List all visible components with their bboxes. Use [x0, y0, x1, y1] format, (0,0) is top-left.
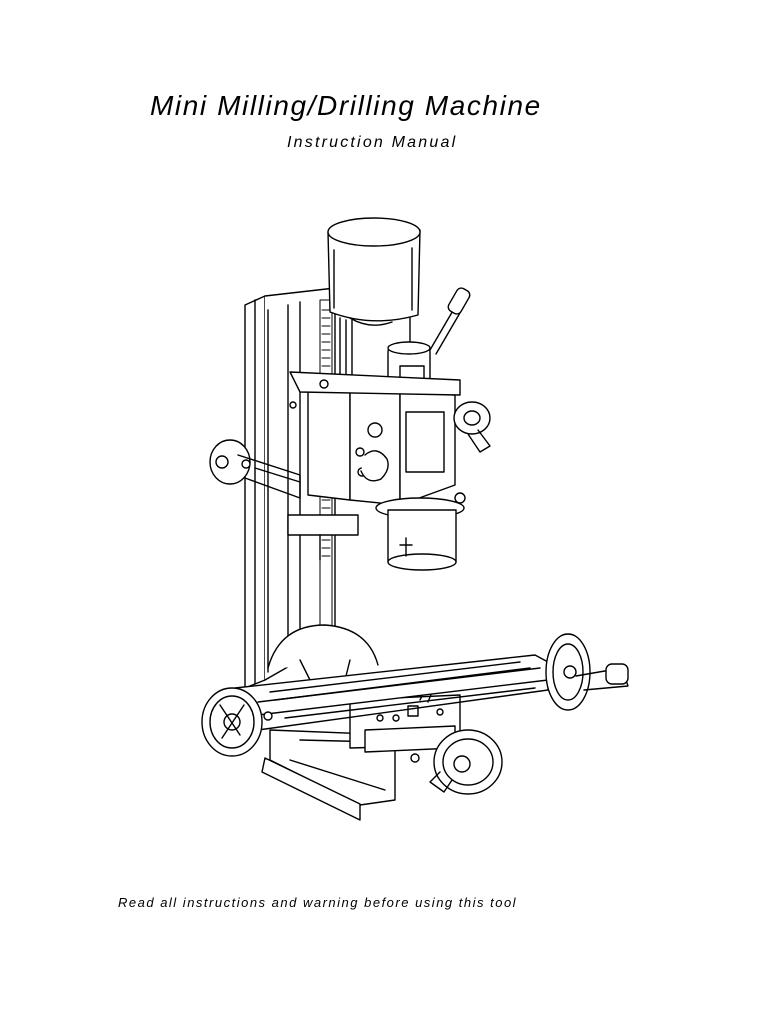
- head-housing: [290, 372, 460, 505]
- motor: [328, 218, 420, 384]
- right-table-handwheel: [546, 634, 628, 710]
- feed-lever: [430, 286, 472, 354]
- swivel-plate: [268, 625, 378, 680]
- document-title: Mini Milling/Drilling Machine: [150, 90, 542, 121]
- spindle-chuck: [376, 493, 465, 570]
- milling-machine-illustration: [190, 210, 650, 830]
- left-table-handwheel: [202, 688, 272, 756]
- safety-warning: Read all instructions and warning before…: [118, 895, 518, 910]
- document-subtitle: Instruction Manual: [287, 134, 458, 151]
- cross-feed-handwheel: [411, 730, 502, 794]
- head-side-handwheel: [454, 402, 490, 452]
- head-bracket: [288, 515, 358, 560]
- z-axis-handwheel: [210, 440, 300, 498]
